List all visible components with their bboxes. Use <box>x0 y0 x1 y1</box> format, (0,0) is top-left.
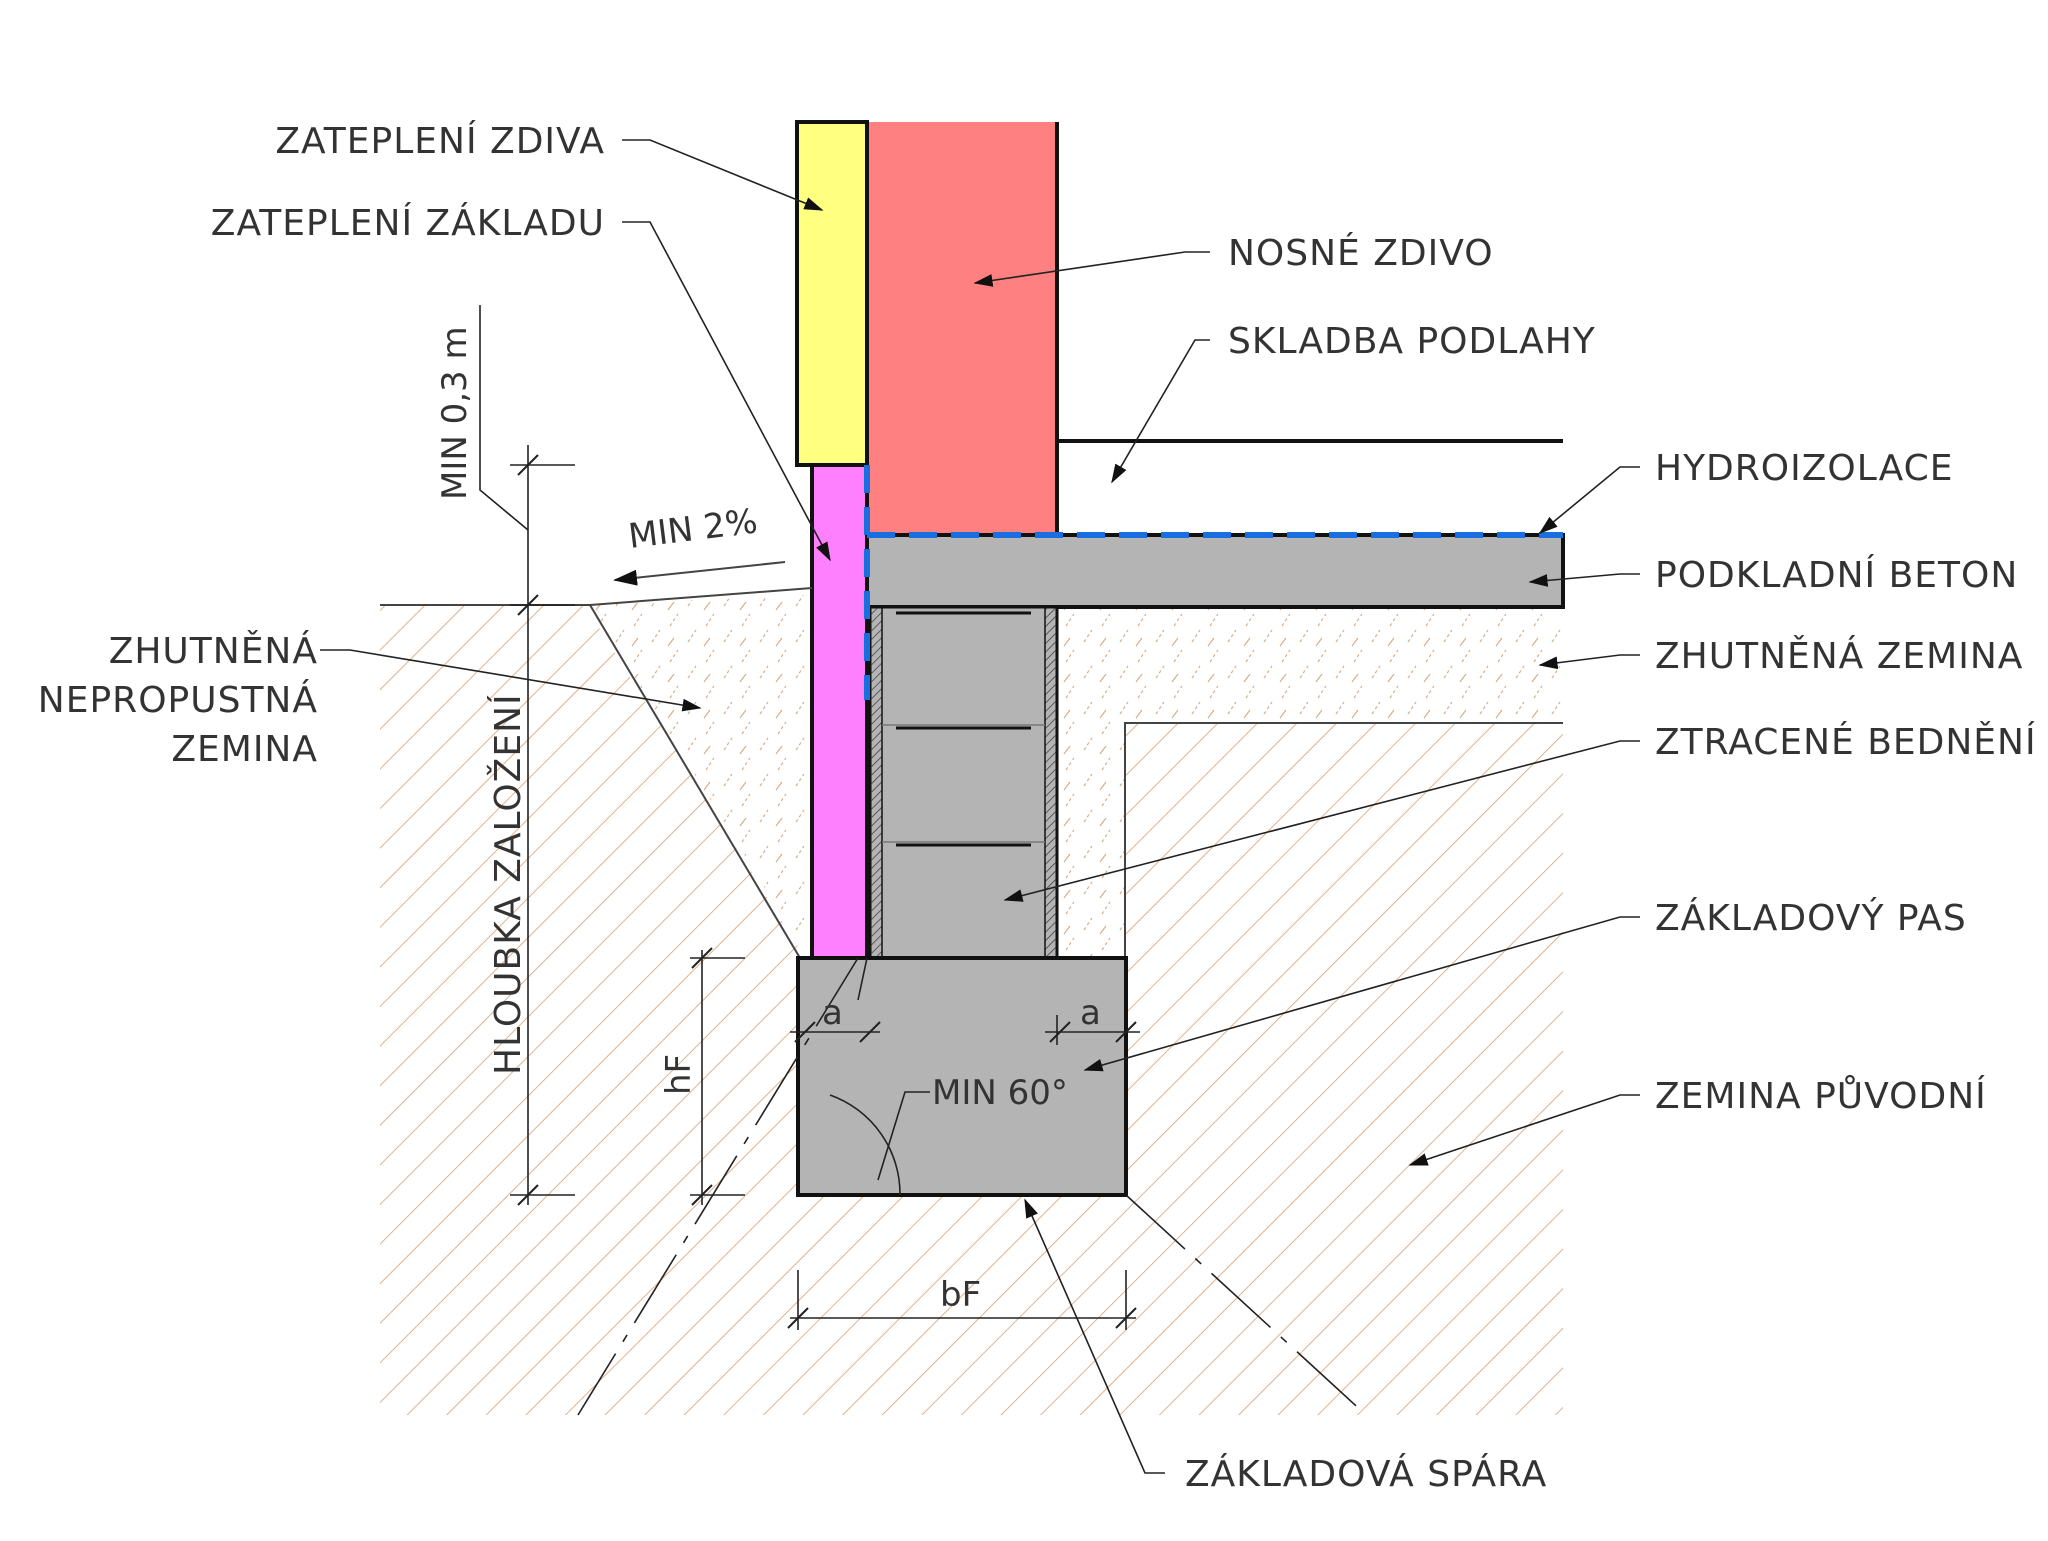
label-hydroizolace: HYDROIZOLACE <box>1655 448 1954 489</box>
dim-min03-text: MIN 0,3 m <box>435 326 475 500</box>
dim-depth-text: HLOUBKA ZALOŽENÍ <box>487 693 529 1075</box>
label-zhutnena-zemina: ZHUTNĚNÁ ZEMINA <box>1655 635 2023 677</box>
dim-slope-text: MIN 2% <box>626 501 759 556</box>
waterproofing <box>864 465 1563 700</box>
slope-line <box>589 587 813 606</box>
dim-bf-text: bF <box>940 1275 981 1315</box>
leader-zatepleni-zdiva <box>622 139 824 211</box>
leader-nepropustna <box>320 649 702 712</box>
label-nepropustna-3: ZEMINA <box>171 729 318 770</box>
dim-hf-tick-top <box>691 947 713 969</box>
leader-zakladovy-pas <box>1083 916 1640 1072</box>
leader-zakladova-spara <box>1024 1198 1165 1474</box>
dim-a-right-tick1 <box>1049 1021 1071 1043</box>
dim-a-left-text: a <box>822 993 843 1033</box>
wall-insulation <box>795 120 869 467</box>
leader-zhutnena-zemina <box>1538 654 1640 670</box>
excavation-slope <box>589 604 801 959</box>
dim-hf-tick-bottom <box>691 1184 713 1206</box>
leader-podkladni-beton <box>1528 573 1640 587</box>
soil-original-right <box>800 723 1563 1415</box>
leader-hydroizolace <box>1538 466 1640 535</box>
original-soil-boundary <box>1124 722 1563 958</box>
dim-bf-tick-left <box>787 1307 809 1329</box>
spread-line-left <box>577 957 859 1416</box>
label-nosne-zdivo: NOSNÉ ZDIVO <box>1228 232 1494 274</box>
formwork-wall-left <box>869 606 883 959</box>
label-zatepleni-zdiva: ZATEPLENÍ ZDIVA <box>275 120 605 162</box>
soil-compacted-impermeable <box>590 595 808 958</box>
dim-a-left-ext <box>857 957 868 1001</box>
spread-line-right <box>1125 1194 1367 1416</box>
footing-insulation <box>810 463 869 960</box>
dim-hf-text: hF <box>659 1054 699 1095</box>
label-nepropustna-2: NEPROPUSTNÁ <box>38 679 318 721</box>
subfloor-concrete <box>865 533 1565 609</box>
leader-zemina-puvodni <box>1408 1094 1640 1166</box>
dim-a-right-text: a <box>1080 993 1101 1033</box>
leader-zatepleni-zakladu <box>622 221 831 562</box>
formwork-wall-right <box>1044 606 1058 959</box>
dim-a-left-tick1 <box>794 1021 816 1043</box>
dim-depth-tick-bottom <box>517 1184 539 1206</box>
leader-ztracene-bedneni <box>1003 740 1640 902</box>
dim-bf-tick-right <box>1115 1307 1137 1329</box>
dim-min03-leader <box>479 305 529 531</box>
dim-depth-tick-top <box>517 594 539 616</box>
leader-min-angle <box>877 1091 930 1181</box>
dim-a-left-tick2 <box>859 1021 881 1043</box>
label-ztracene-bedneni: ZTRACENÉ BEDNĚNÍ <box>1655 721 2037 763</box>
leader-skladba-podlahy <box>1111 339 1210 484</box>
soil-compacted <box>1058 607 1563 958</box>
load-bearing-masonry <box>867 122 1057 535</box>
leader-nosne-zdivo <box>973 251 1210 287</box>
label-nepropustna-1: ZHUTNĚNÁ <box>109 630 318 672</box>
foundation-strip <box>796 956 1128 1197</box>
dim-a-right-tick2 <box>1115 1021 1137 1043</box>
label-zatepleni-zakladu: ZATEPLENÍ ZÁKLADU <box>211 202 605 244</box>
label-zakladova-spara: ZÁKLADOVÁ SPÁRA <box>1185 1453 1547 1495</box>
slope-arrow <box>613 561 786 586</box>
angle-arc <box>829 1094 901 1196</box>
dim-min03-tick <box>517 454 539 476</box>
label-skladba-podlahy: SKLADBA PODLAHY <box>1228 321 1596 362</box>
soil-original-left <box>380 605 800 1415</box>
lost-formwork <box>868 605 1059 960</box>
label-podkladni-beton: PODKLADNÍ BETON <box>1655 554 2018 596</box>
label-zemina-puvodni: ZEMINA PŮVODNÍ <box>1655 1074 1987 1117</box>
dim-angle-text: MIN 60° <box>932 1073 1068 1113</box>
label-zakladovy-pas: ZÁKLADOVÝ PAS <box>1655 897 1967 939</box>
